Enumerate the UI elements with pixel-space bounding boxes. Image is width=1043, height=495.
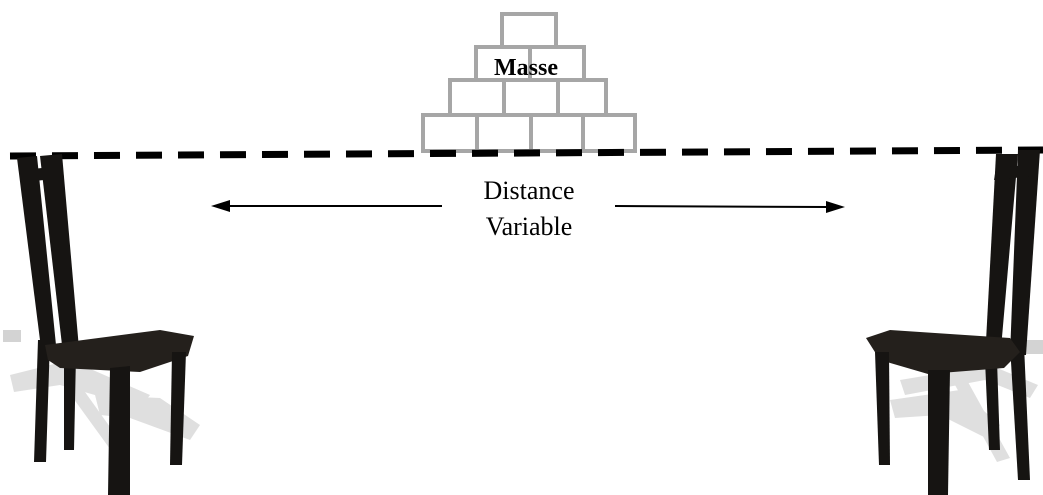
block — [448, 78, 506, 117]
distance-label-line1: Distance — [483, 176, 575, 205]
block — [421, 113, 479, 153]
mass-label: Masse — [494, 55, 558, 81]
right-arrow — [614, 201, 845, 213]
block — [502, 78, 560, 117]
block — [475, 113, 533, 153]
dashed-line — [9, 146, 1043, 160]
block — [500, 12, 558, 49]
block — [581, 113, 637, 153]
block — [556, 78, 608, 117]
distance-label-line2: Variable — [485, 212, 573, 241]
block — [529, 113, 585, 153]
mass-pyramid — [421, 12, 637, 153]
right-chair — [866, 150, 1040, 495]
left-chair — [17, 154, 194, 495]
left-arrow — [211, 200, 442, 212]
